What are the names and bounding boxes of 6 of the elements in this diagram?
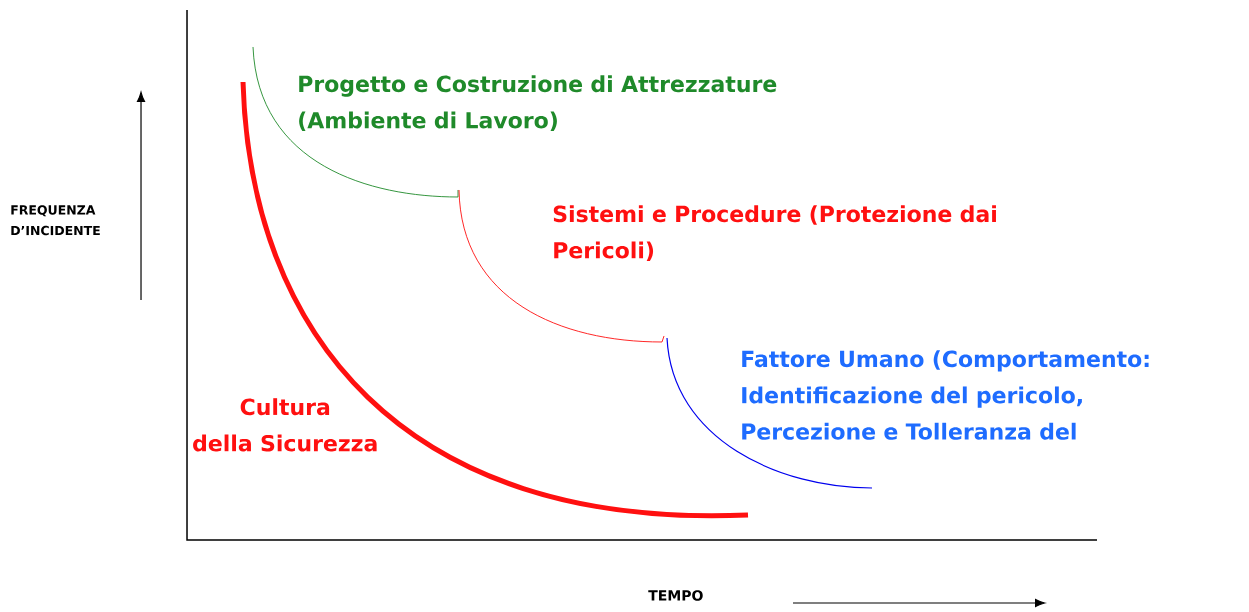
curve-label: Cultura della Sicurezza [193, 398, 377, 452]
axis-label: FREQUENZA D’INCIDENTE [11, 205, 100, 236]
curve-label: Sistemi e Procedure (Protezione dai Pericoli) [553, 205, 996, 262]
axis-label: TEMPO [648, 590, 703, 601]
curve-label: Progetto e Costruzione di Attrezzature (Ambiente di Lavoro) [299, 75, 777, 132]
curve-label: Fattore Umano (Comportamento: Identificazione del pericolo, Percezione e Tolleranza del [742, 350, 1149, 440]
